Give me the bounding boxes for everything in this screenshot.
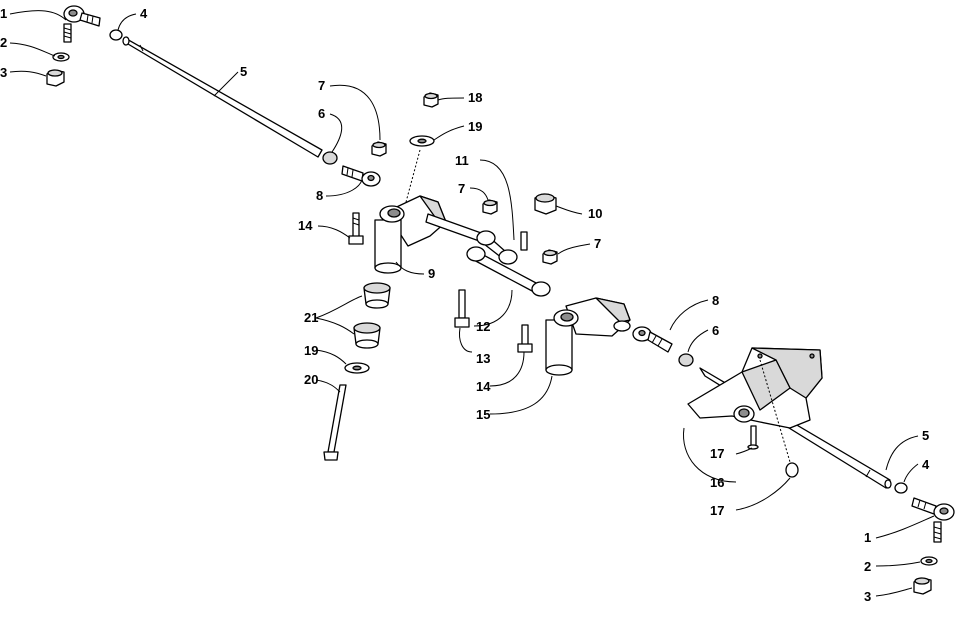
leader-lines: [9, 10, 935, 597]
spacer-right: [894, 482, 908, 494]
callout-14-mid: 14: [476, 379, 491, 394]
callout-6-lower: 6: [712, 323, 719, 338]
tie-rod-end-mid-left: [341, 165, 381, 187]
tie-rod-end-mid-right: [632, 326, 673, 353]
callout-2-right: 2: [864, 559, 871, 574]
bolt-14-mid: [517, 324, 533, 353]
callout-8-lower: 8: [712, 293, 719, 308]
steering-arm-left: [374, 195, 447, 274]
callout-7-right: 7: [594, 236, 601, 251]
callout-17-lower: 17: [710, 503, 724, 518]
callout-20: 20: [304, 372, 318, 387]
callout-1-right: 1: [864, 530, 871, 545]
callout-7-upper: 7: [318, 78, 325, 93]
callout-1-left: 1: [0, 6, 7, 21]
callout-6-upper: 6: [318, 106, 325, 121]
callout-19-lower: 19: [304, 343, 318, 358]
tie-rod-end-right: [911, 497, 955, 543]
callout-15: 15: [476, 407, 490, 422]
callout-10: 10: [588, 206, 602, 221]
bolt-14-left: [348, 212, 364, 245]
spacer-left: [109, 29, 123, 41]
drag-link-upper: [425, 213, 518, 265]
drag-link-lower: [466, 246, 551, 297]
callout-labels: 1 2 3 4 5 7 6 8 14 18 19 11 7 10 7 9 21 …: [0, 6, 930, 604]
bolt-13: [454, 289, 470, 328]
callout-13: 13: [476, 351, 490, 366]
callout-4-right: 4: [922, 457, 930, 472]
spacer-6-lower: [678, 353, 694, 367]
callout-7-mid: 7: [458, 181, 465, 196]
nut-left: [46, 69, 65, 87]
tie-rod-end-left: [63, 5, 101, 43]
nut-18: [423, 92, 439, 108]
callout-18: 18: [468, 90, 482, 105]
callout-21: 21: [304, 310, 318, 325]
callout-17-upper: 17: [710, 446, 724, 461]
callout-8-upper: 8: [316, 188, 323, 203]
callout-12: 12: [476, 319, 490, 334]
callout-5-left: 5: [240, 64, 247, 79]
nut-7-upper: [371, 141, 387, 157]
nut-7-right: [542, 249, 558, 265]
callout-19-top: 19: [468, 119, 482, 134]
screw-17-upper: [747, 425, 759, 450]
tie-rod-tube-left: [122, 36, 338, 165]
bolt-20: [323, 384, 347, 461]
callout-9: 9: [428, 266, 435, 281]
callout-14-left: 14: [298, 218, 313, 233]
callout-16: 16: [710, 475, 724, 490]
bolt-11-stud: [520, 231, 528, 251]
nut-right: [913, 577, 932, 595]
nut-10: [534, 193, 557, 215]
bushing-upper: [363, 282, 391, 309]
nut-7-mid: [482, 199, 498, 215]
callout-4-left: 4: [140, 6, 148, 21]
callout-11: 11: [455, 153, 469, 168]
bushing-lower: [353, 322, 381, 349]
steering-support-bracket: [687, 347, 823, 429]
callout-3-left: 3: [0, 65, 7, 80]
callout-2-left: 2: [0, 35, 7, 50]
callout-3-right: 3: [864, 589, 871, 604]
callout-5-right: 5: [922, 428, 929, 443]
plug-17-lower: [785, 462, 799, 478]
steering-arm-right: [545, 297, 631, 376]
spacer-6-upper: [322, 151, 338, 165]
